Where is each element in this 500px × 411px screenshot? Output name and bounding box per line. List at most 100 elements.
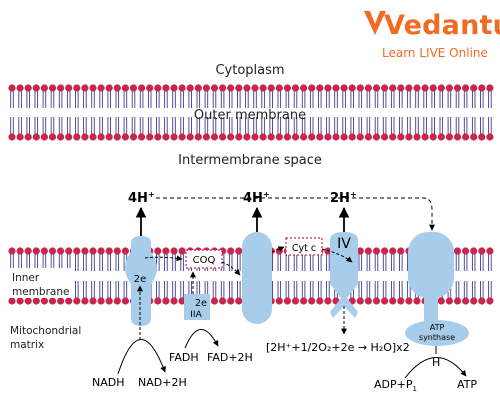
lipid-head: [275, 84, 283, 92]
lipid-head: [389, 297, 397, 305]
lipid-head: [202, 84, 210, 92]
vedantu-mark-icon: [364, 11, 386, 35]
atp-synthase-label-line1: ATP: [430, 323, 445, 332]
lipid-head: [113, 247, 121, 255]
lipid-head: [57, 247, 65, 255]
lipid-head: [48, 133, 57, 141]
lipid-head: [486, 84, 494, 92]
lipid-head: [227, 247, 235, 255]
lipid-head: [389, 247, 397, 255]
lipid-head: [243, 133, 251, 141]
lipid-head: [453, 84, 462, 92]
lipid-head: [429, 84, 437, 92]
lipid-head: [219, 133, 227, 141]
lipid-head: [97, 133, 105, 141]
lipid-head: [81, 297, 89, 305]
lipid-head: [210, 84, 219, 92]
lipid-head: [8, 297, 16, 305]
fadh-label: FADH: [169, 351, 199, 364]
lipid-head: [421, 133, 429, 141]
lipid-head: [437, 84, 445, 92]
lipid-head: [324, 297, 332, 305]
lipid-head: [121, 297, 129, 305]
lipid-head: [210, 297, 219, 305]
atp-synthase-membrane-part: [408, 232, 454, 298]
lipid-head: [291, 133, 300, 141]
lipid-head: [162, 247, 170, 255]
lipid-head: [81, 247, 89, 255]
lipid-head: [332, 84, 340, 92]
brand-tagline: Learn LIVE Online: [382, 46, 488, 60]
lipid-head: [283, 84, 291, 92]
proton-label-complex-i: 4H+: [128, 190, 155, 206]
lipid-head: [308, 84, 316, 92]
matrix-label-line2: matrix: [10, 339, 44, 351]
lipid-head: [186, 84, 194, 92]
lipid-head: [89, 84, 97, 92]
lipid-head: [89, 247, 97, 255]
lipid-head: [429, 133, 437, 141]
coq-label: COQ: [193, 255, 216, 266]
lipid-head: [105, 247, 113, 255]
lipid-head: [340, 133, 348, 141]
lipid-head: [81, 133, 89, 141]
lipid-head: [32, 247, 40, 255]
lipid-head: [146, 84, 154, 92]
lipid-head: [356, 133, 364, 141]
lipid-head: [445, 297, 453, 305]
lipid-head: [24, 297, 32, 305]
atp-synthase-head: [405, 320, 469, 346]
lipid-head: [381, 297, 389, 305]
lipid-head: [138, 133, 146, 141]
lipid-head: [413, 84, 421, 92]
lipid-head: [40, 247, 49, 255]
lipid-head: [275, 133, 283, 141]
lipid-head: [32, 84, 40, 92]
lipid-head: [170, 247, 178, 255]
lipid-head: [219, 297, 227, 305]
lipid-head: [16, 84, 24, 92]
complex-i: [125, 236, 157, 326]
lipid-head: [356, 247, 364, 255]
lipid-head: [235, 247, 243, 255]
lipid-head: [16, 133, 24, 141]
lipid-head: [73, 133, 81, 141]
lipid-head: [105, 297, 113, 305]
lipid-head: [470, 247, 478, 255]
lipid-head: [105, 133, 113, 141]
h-label: H: [432, 356, 440, 369]
lipid-head: [121, 133, 129, 141]
lipid-head: [57, 297, 65, 305]
lipid-head: [462, 133, 470, 141]
lipid-head: [413, 297, 421, 305]
lipid-head: [308, 297, 316, 305]
lipid-head: [405, 84, 413, 92]
lipid-head: [316, 84, 324, 92]
lipid-head: [453, 133, 462, 141]
lipid-head: [48, 247, 57, 255]
lipid-head: [65, 133, 73, 141]
lipid-head: [113, 84, 121, 92]
lipid-head: [8, 247, 16, 255]
lipid-head: [65, 297, 73, 305]
lipid-head: [227, 297, 235, 305]
lipid-head: [372, 84, 381, 92]
intermembrane-space-label: Intermembrane space: [178, 153, 322, 168]
lipid-head: [65, 84, 73, 92]
lipid-head: [364, 297, 372, 305]
coq-box: [185, 249, 223, 269]
lipid-head: [348, 84, 356, 92]
lipid-head: [364, 247, 372, 255]
lipid-head: [356, 84, 364, 92]
matrix-label-line1: Mitochondrial: [10, 325, 81, 337]
lipid-head: [397, 133, 405, 141]
lipid-head: [259, 84, 267, 92]
complex-ii-electrons: 2e: [195, 298, 207, 309]
lipid-head: [121, 84, 129, 92]
proton-label-complex-iii: 4H+: [243, 190, 270, 206]
lipid-head: [48, 297, 57, 305]
lipid-head: [73, 84, 81, 92]
brand-name: Vedantu: [384, 10, 500, 41]
lipid-head: [227, 84, 235, 92]
cytc-label: Cyt c: [292, 243, 316, 254]
